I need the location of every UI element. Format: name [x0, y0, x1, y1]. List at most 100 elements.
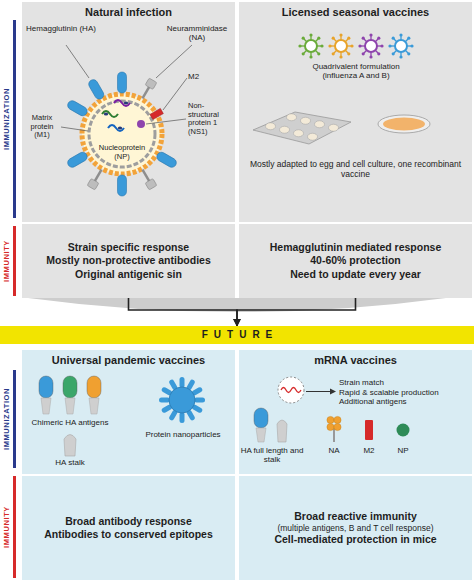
immunity-text: (multiple antigens, B and T cell respons… [277, 523, 433, 534]
callout-label: Rapid & scalable production [339, 388, 467, 397]
ha-stalk [64, 435, 76, 457]
icon-knob [377, 37, 380, 40]
m2-channel [365, 420, 373, 440]
immunity-box: Broad reactive immunity(multiple antigen… [239, 474, 472, 580]
nanoparticle-core [169, 387, 195, 413]
icon-knob [407, 37, 410, 40]
immunity-text: Antibodies to conserved epitopes [44, 528, 213, 541]
immunity-text: Cell-mediated protection in mice [274, 533, 436, 546]
section-label: IMMUNIZATION [3, 88, 12, 150]
ha-spike [155, 151, 178, 169]
egg [301, 117, 311, 124]
callout-label: Nucleoprotein (NP) [92, 144, 152, 161]
icon-knob [350, 44, 353, 47]
ha-head [155, 151, 178, 169]
callout-label: Non-structural protein 1 (NS1) [188, 102, 234, 137]
matrix-layer [89, 101, 155, 167]
na-head [334, 416, 341, 423]
immunity-box: Hemagglutinin mediated response40-60% pr… [239, 222, 472, 298]
callout-label: Protein nanoparticles [137, 430, 229, 439]
panel-heading: Natural infection [22, 6, 235, 20]
rna-segment [102, 111, 118, 117]
ha-spike [66, 99, 89, 117]
section-bar [13, 476, 16, 578]
ns1-blob [137, 120, 145, 128]
icon-body [335, 40, 347, 52]
icon-knob [347, 52, 350, 55]
callout-label: NA [324, 446, 344, 455]
callout-label: Neuramminidase (NA) [162, 24, 232, 42]
immunity-text: Original antigenic sin [75, 268, 182, 281]
callout-label: Quadrivalent formulation (influenza A an… [295, 62, 417, 80]
ha-spike [118, 175, 127, 196]
ha-head [66, 99, 89, 117]
panel: Natural infectionStrain specific respons… [22, 2, 235, 298]
icon-knob [388, 44, 391, 47]
icon-knob [309, 55, 312, 58]
section-bar [13, 20, 16, 218]
callout-label: Mostly adapted to egg and cell culture, … [249, 160, 462, 180]
callout-label: HA full length and stalk [239, 446, 305, 464]
immunity-text: Broad antibody response [65, 515, 192, 528]
icon-body [305, 40, 317, 52]
virus-icon [328, 33, 353, 58]
egg-carton [253, 112, 351, 144]
band-title: FUTURE [196, 329, 279, 342]
ha-stalk [41, 398, 51, 414]
virus-icon [298, 33, 323, 58]
egg [294, 130, 304, 137]
section-label: IMMUNITY [3, 240, 12, 282]
callout-label: M2 [188, 72, 218, 81]
icon-knob [377, 52, 380, 55]
icon-knob [369, 55, 372, 58]
flow-arrow [237, 298, 356, 326]
ha-spike [66, 151, 89, 169]
icon-body [365, 40, 377, 52]
viral-envelope [82, 94, 162, 174]
icon-knob [347, 37, 350, 40]
icon-knob [332, 37, 335, 40]
callout-label: Chimeric HA antigens [22, 418, 118, 427]
np-dot [118, 127, 122, 130]
na-stalk [143, 86, 150, 98]
icon-knob [298, 44, 301, 47]
na-stalk [333, 428, 335, 442]
nanoparticle-spike [180, 412, 185, 423]
immunity-text: Hemagglutinin mediated response [270, 241, 442, 254]
callout-label: M2 [359, 446, 379, 455]
virus-icon [388, 33, 413, 58]
na-stalk [95, 170, 102, 182]
na-spike [139, 167, 157, 190]
arrow-line [306, 391, 330, 392]
ha-stalk [277, 420, 287, 442]
callout-label: Matrix protein (M1) [24, 114, 60, 140]
leader-line [66, 45, 89, 78]
na-stalk [143, 170, 150, 182]
petri-dish [378, 115, 430, 133]
nanoparticle-spike [194, 398, 205, 403]
icon-knob [302, 37, 305, 40]
icon-knob [362, 52, 365, 55]
egg [266, 123, 276, 130]
ha-head [66, 151, 89, 169]
icon-body [395, 40, 407, 52]
icon-knob [317, 37, 320, 40]
icon-knob [392, 52, 395, 55]
culture-medium [383, 118, 425, 131]
icon-knob [309, 33, 312, 36]
ha-stalk [65, 398, 75, 414]
m2-channel [150, 108, 163, 119]
icon-knob [302, 52, 305, 55]
ha-head [63, 376, 77, 398]
na-head [327, 416, 334, 423]
mrna-strand [281, 388, 301, 393]
section-bar [13, 226, 16, 296]
flow-arrow [129, 298, 238, 326]
panel-heading: mRNA vaccines [239, 354, 472, 368]
panel-heading: Universal pandemic vaccines [22, 354, 235, 368]
ha-head [87, 376, 101, 398]
callout-label: HA stalk [40, 458, 100, 467]
nanoparticle-spike [180, 377, 185, 388]
immunity-text: Mostly non-protective antibodies [46, 254, 211, 267]
